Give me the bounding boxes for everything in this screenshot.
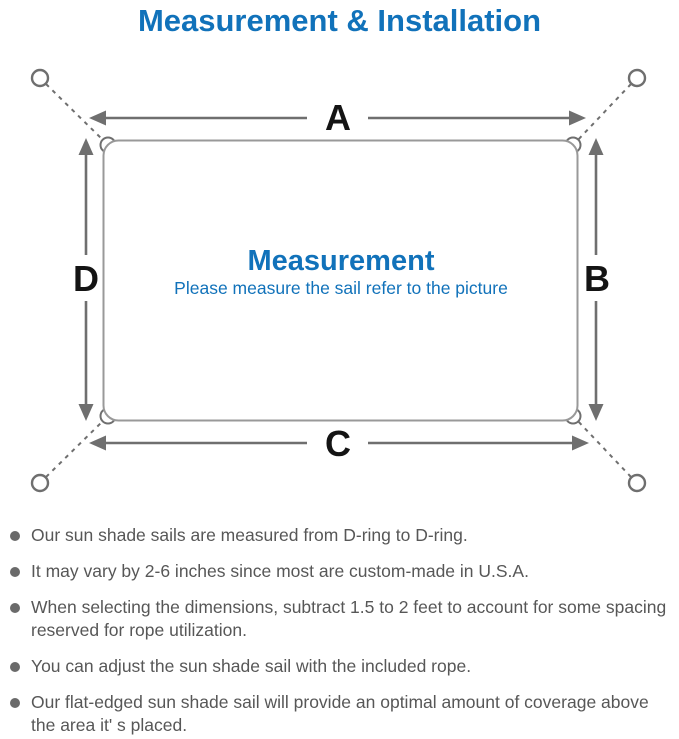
- note-text: Our flat-edged sun shade sail will provi…: [31, 692, 649, 735]
- dimension-lines: [78, 110, 604, 451]
- sail-measurement-diagram: A B C D Measurement Please measure the s…: [30, 68, 647, 493]
- note-text: It may vary by 2-6 inches since most are…: [31, 561, 529, 581]
- center-heading: Measurement: [248, 245, 435, 277]
- anchor-ring-top-right-icon: [627, 68, 647, 88]
- page-title: Measurement & Installation: [137, 3, 542, 38]
- arrowhead-d-down-icon: [78, 404, 94, 421]
- list-item: Our flat-edged sun shade sail will provi…: [10, 691, 670, 737]
- note-text: When selecting the dimensions, subtract …: [31, 597, 667, 640]
- rope-line-top-right: [575, 83, 632, 143]
- notes-list: Our sun shade sails are measured from D-…: [10, 524, 670, 739]
- rope-line-bottom-right: [575, 418, 632, 478]
- bullet-icon: [10, 603, 20, 613]
- list-item: When selecting the dimensions, subtract …: [10, 596, 670, 642]
- rope-dashed-lines: [45, 83, 632, 478]
- dimension-labels: A B C D: [73, 97, 610, 464]
- anchor-rings: [30, 68, 647, 493]
- list-item: It may vary by 2-6 inches since most are…: [10, 560, 670, 583]
- dimension-label-d: D: [73, 258, 99, 299]
- bullet-icon: [10, 698, 20, 708]
- anchor-ring-bottom-right-icon: [627, 473, 647, 493]
- note-text: You can adjust the sun shade sail with t…: [31, 656, 472, 676]
- arrowhead-d-up-icon: [78, 138, 94, 155]
- arrowhead-a-right-icon: [569, 110, 586, 126]
- arrowhead-b-down-icon: [588, 404, 604, 421]
- rope-line-bottom-left: [45, 418, 106, 478]
- anchor-ring-bottom-left-icon: [30, 473, 50, 493]
- bullet-icon: [10, 567, 20, 577]
- center-subtitle: Please measure the sail refer to the pic…: [174, 278, 508, 298]
- arrowhead-a-left-icon: [89, 110, 106, 126]
- dimension-label-c: C: [325, 423, 351, 464]
- dimension-label-b: B: [584, 258, 610, 299]
- anchor-ring-top-left-icon: [30, 68, 50, 88]
- bullet-icon: [10, 531, 20, 541]
- arrowhead-b-up-icon: [588, 138, 604, 155]
- arrowhead-c-left-icon: [89, 435, 106, 451]
- rope-line-top-left: [45, 83, 106, 143]
- sail-rectangle: [102, 139, 579, 422]
- list-item: Our sun shade sails are measured from D-…: [10, 524, 670, 547]
- bullet-icon: [10, 662, 20, 672]
- list-item: You can adjust the sun shade sail with t…: [10, 655, 670, 678]
- note-text: Our sun shade sails are measured from D-…: [31, 525, 468, 545]
- arrowhead-c-right-icon: [572, 435, 589, 451]
- dimension-label-a: A: [325, 97, 351, 138]
